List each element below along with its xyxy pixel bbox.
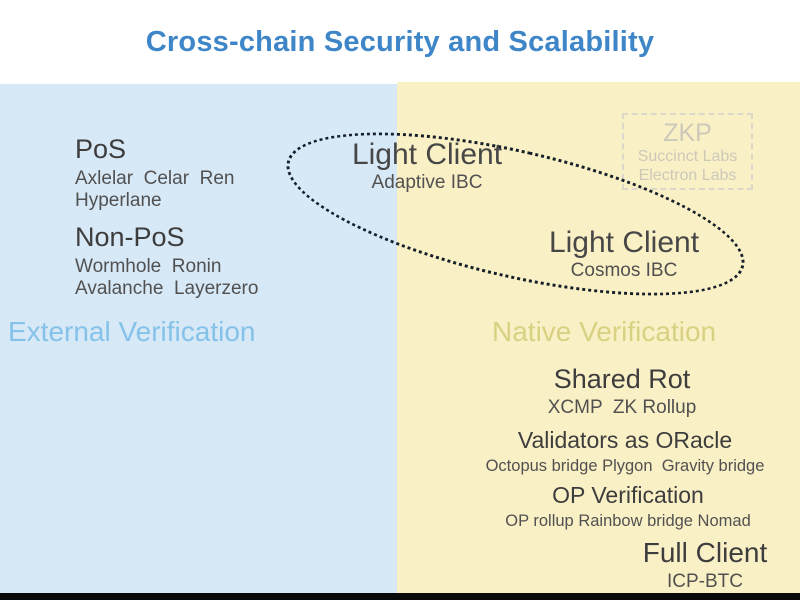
full-client-group: Full Client ICP-BTC — [643, 537, 767, 593]
light-client-adaptive-heading: Light Client — [351, 138, 503, 171]
validators-oracle-heading: Validators as ORacle — [517, 427, 733, 453]
pos-heading: PoS — [75, 134, 127, 164]
non-pos-group: Non-PoS Wormhole Ronin Avalanche Layerze… — [75, 222, 258, 300]
non-pos-projects-line1: Wormhole Ronin — [75, 256, 222, 277]
op-verification-group: OP Verification OP rollup Rainbow bridge… — [505, 482, 751, 531]
shared-rot-group: Shared Rot XCMP ZK Rollup — [548, 364, 697, 419]
validators-oracle-sub: Octopus bridge Plygon Gravity bridge — [485, 457, 765, 475]
zkp-box: ZKP Succinct Labs Electron Labs — [622, 113, 753, 190]
bottom-bar — [0, 593, 800, 600]
shared-rot-sub: XCMP ZK Rollup — [547, 397, 697, 418]
full-client-sub: ICP-BTC — [666, 571, 743, 592]
light-client-cosmos-heading: Light Client — [548, 226, 700, 259]
pos-projects-line2: Hyperlane — [75, 190, 162, 211]
native-verification-label: Native Verification — [492, 316, 717, 347]
zkp-heading: ZKP — [663, 119, 712, 147]
non-pos-projects-line2: Avalanche Layerzero — [75, 278, 259, 299]
full-client-heading: Full Client — [642, 537, 768, 568]
pos-projects-line1: Axlelar Celar Ren — [75, 168, 235, 189]
native-verification-region — [397, 82, 800, 593]
pos-group: PoS Axlelar Celar Ren Hyperlane — [75, 134, 234, 212]
diagram-title: Cross-chain Security and Scalability — [145, 26, 655, 58]
light-client-adaptive-group: Light Client Adaptive IBC — [352, 138, 502, 194]
zkp-line1: Succinct Labs — [637, 148, 738, 165]
external-verification-label: External Verification — [8, 316, 256, 347]
light-client-cosmos-sub: Cosmos IBC — [570, 260, 678, 281]
zkp-line2: Electron Labs — [638, 167, 737, 184]
validators-oracle-group: Validators as ORacle Octopus bridge Plyg… — [486, 427, 765, 476]
op-verification-heading: OP Verification — [552, 482, 704, 508]
non-pos-heading: Non-PoS — [75, 222, 185, 252]
light-client-adaptive-sub: Adaptive IBC — [371, 172, 483, 193]
light-client-cosmos-group: Light Client Cosmos IBC — [549, 226, 699, 282]
external-verification-region — [0, 84, 397, 593]
op-verification-sub: OP rollup Rainbow bridge Nomad — [505, 512, 751, 530]
shared-rot-heading: Shared Rot — [553, 364, 691, 394]
